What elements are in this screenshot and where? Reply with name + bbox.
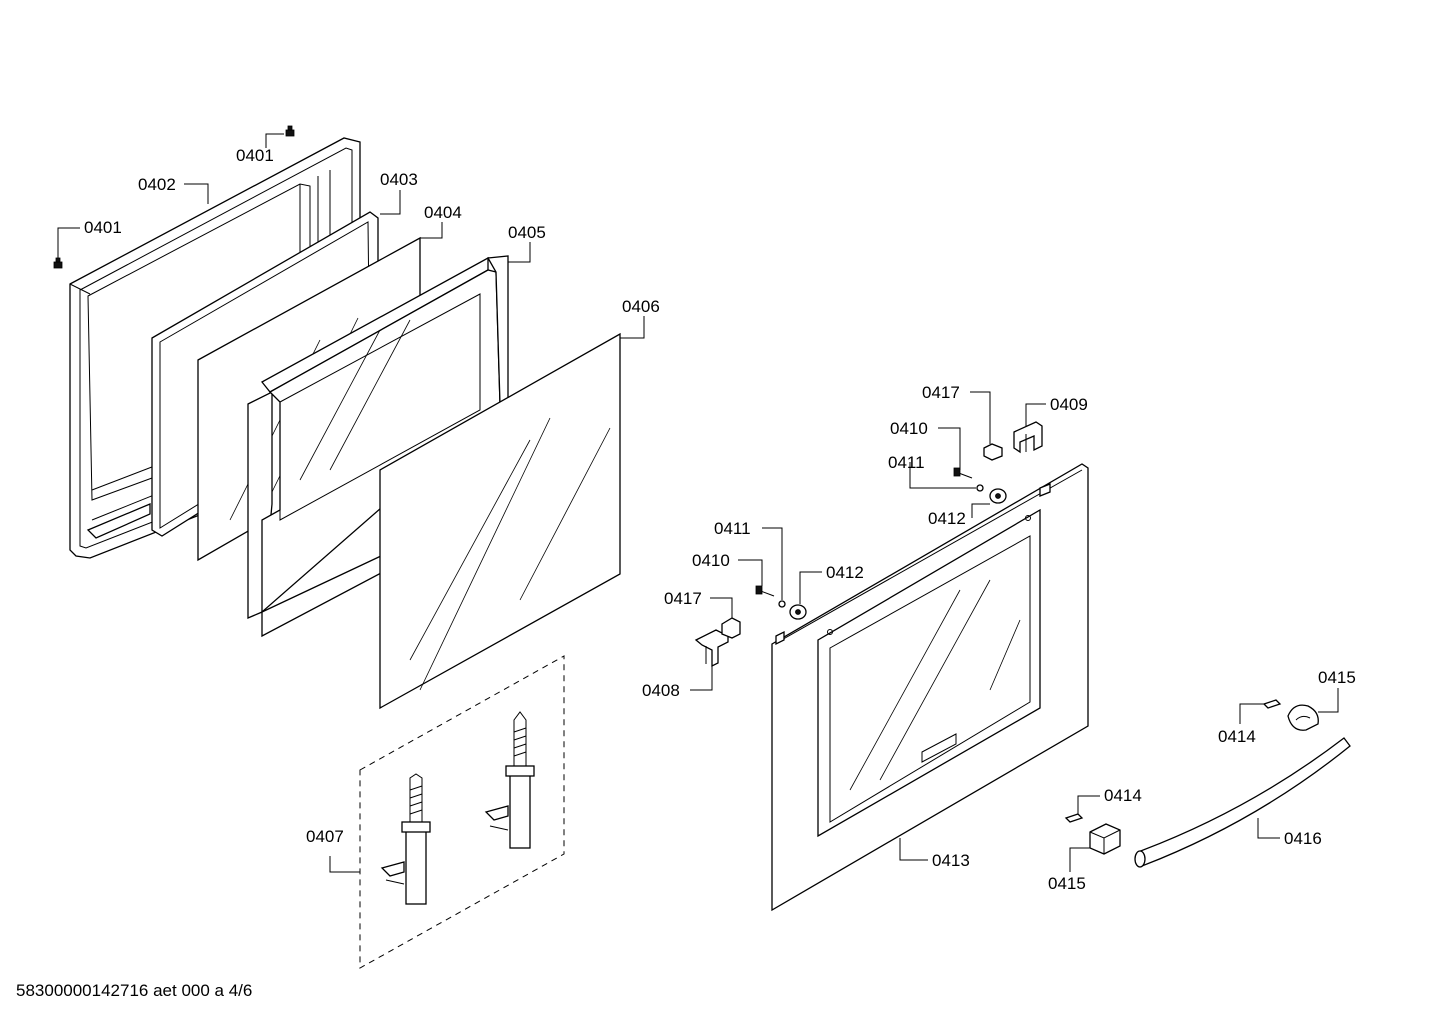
callout-0417-right: 0417 (922, 383, 960, 402)
part-0415-cap-lower (1089, 823, 1121, 855)
part-0415-cap-upper (1287, 704, 1319, 731)
part-0406-front-glass (379, 332, 621, 710)
part-0411-washer-left (778, 600, 786, 608)
part-0408-bracket-left (694, 629, 729, 668)
callout-0415-lower: 0415 (1048, 874, 1086, 893)
part-0417-clip-left (721, 617, 741, 639)
document-code: 58300000142716 aet 000 a 4/6 (16, 981, 253, 1000)
callout-0401-left: 0401 (84, 218, 122, 237)
callout-0412-left: 0412 (826, 563, 864, 582)
part-0401-screw-left (53, 257, 63, 269)
callout-0409: 0409 (1050, 395, 1088, 414)
part-0401-screw-top (285, 125, 295, 137)
callout-0412-right: 0412 (928, 509, 966, 528)
callout-labels: 0401 0401 0402 0403 0404 0405 0406 0407 … (84, 146, 1356, 893)
part-0413-outer-door (771, 463, 1089, 912)
callout-0414-lower: 0414 (1104, 786, 1142, 805)
part-0410-screw-left (755, 585, 775, 597)
part-0410-screw-right (953, 467, 973, 479)
callout-0411-right: 0411 (888, 453, 925, 472)
callout-0405: 0405 (508, 223, 546, 242)
callout-0410-right: 0410 (890, 419, 928, 438)
callout-0401-top: 0401 (236, 146, 274, 165)
callout-0411-left: 0411 (714, 519, 751, 538)
part-0409-bracket-right (1013, 421, 1043, 454)
callout-0416: 0416 (1284, 829, 1322, 848)
part-0414-pin-upper (1262, 699, 1282, 709)
callout-0414-upper: 0414 (1218, 727, 1256, 746)
callout-0402: 0402 (138, 175, 176, 194)
callout-0417-left: 0417 (664, 589, 702, 608)
callout-0415-upper: 0415 (1318, 668, 1356, 687)
callout-0404: 0404 (424, 203, 462, 222)
callout-0407: 0407 (306, 827, 344, 846)
part-0411-washer-right (976, 484, 984, 492)
callout-0410-left: 0410 (692, 551, 730, 570)
callout-0403: 0403 (380, 170, 418, 189)
part-0412-spacer-right (989, 488, 1007, 504)
callout-0406: 0406 (622, 297, 660, 316)
leader-lines (57, 133, 1339, 873)
callout-0413: 0413 (932, 851, 970, 870)
callout-0408: 0408 (642, 681, 680, 700)
part-0412-spacer-left (789, 604, 807, 620)
part-0414-pin-lower (1064, 813, 1084, 823)
part-0407-hinge-set (359, 655, 565, 969)
part-0416-handle-bar (1134, 737, 1351, 868)
part-0417-clip-right (983, 443, 1003, 461)
